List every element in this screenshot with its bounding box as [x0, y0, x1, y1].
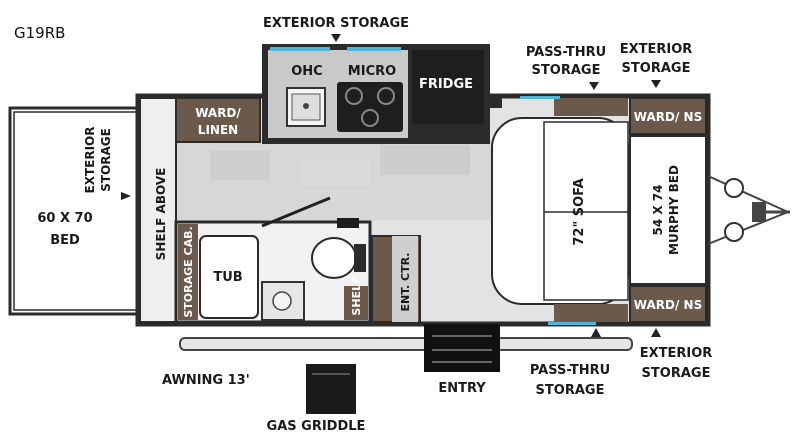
exterior-storage-left-line2: STORAGE: [99, 128, 113, 192]
sofa-label: 72" SOFA: [572, 178, 587, 245]
cooktop-icon: [337, 82, 403, 132]
entry-label: ENTRY: [438, 381, 486, 396]
exterior-storage-top-right-line2: STORAGE: [622, 61, 691, 76]
kitchen: OHC MICRO FRIDGE: [262, 44, 502, 144]
sofa: 72" SOFA: [491, 117, 629, 305]
exterior-storage-bottom-line2: STORAGE: [642, 366, 711, 381]
shelf-label: SHELF: [350, 276, 363, 315]
bathroom: STORAGE CAB. TUB SHELF: [174, 196, 372, 324]
ward-linen-line1: WARD/: [195, 106, 241, 120]
propane-tank-icon: [724, 222, 744, 242]
ward-ns-top-label: WARD/ NS: [634, 110, 702, 124]
bed-slideout: 60 X 70 BED EXTERIOR STORAGE: [8, 106, 144, 316]
arrow-icon: [651, 328, 661, 337]
fridge-icon: [412, 50, 484, 124]
gas-griddle: GAS GRIDDLE: [267, 364, 366, 434]
arrow-icon: [121, 192, 131, 200]
pass-thru-bottom-line1: PASS-THRU: [530, 363, 610, 378]
ward-linen: WARD/ LINEN: [175, 97, 261, 143]
gas-griddle-label: GAS GRIDDLE: [267, 419, 366, 434]
pass-thru-storage-bottom: [554, 304, 628, 322]
bed-size-label: 60 X 70: [37, 211, 92, 226]
toilet-icon: [311, 237, 357, 279]
ent-ctr: ENT. CTR.: [371, 235, 421, 323]
awning: AWNING 13': [162, 337, 633, 388]
ward-ns-bottom-label: WARD/ NS: [634, 298, 702, 312]
propane-tank-icon: [724, 178, 744, 198]
model-name: G19RB: [14, 24, 65, 42]
pass-thru-top-line1: PASS-THRU: [526, 45, 606, 60]
tub-label: TUB: [213, 270, 242, 285]
storage-cab-label: STORAGE CAB.: [182, 226, 195, 317]
ward-linen-line2: LINEN: [198, 123, 238, 137]
arrow-icon: [331, 34, 341, 42]
murphy-bed-size-label: 54 X 74: [651, 184, 665, 235]
murphy-bed: 54 X 74 MURPHY BED: [629, 135, 707, 285]
murphy-bed-label: MURPHY BED: [667, 165, 681, 255]
exterior-storage-left-line1: EXTERIOR: [83, 127, 97, 194]
pass-thru-bottom-line2: STORAGE: [536, 383, 605, 398]
ward-ns-bottom: WARD/ NS: [629, 285, 707, 323]
hitch: [707, 175, 790, 245]
arrow-icon: [589, 82, 599, 90]
ent-ctr-label: ENT. CTR.: [399, 253, 412, 312]
fridge-label: FRIDGE: [419, 77, 473, 92]
exterior-storage-bottom-line1: EXTERIOR: [640, 346, 713, 361]
exterior-storage-top-right-line1: EXTERIOR: [620, 42, 693, 57]
entry-steps: ENTRY: [424, 324, 500, 396]
tub-icon: [199, 235, 259, 319]
pass-thru-top-line2: STORAGE: [532, 63, 601, 78]
arrow-icon: [651, 80, 661, 88]
bed-label: BED: [50, 233, 80, 248]
exterior-storage-top-label: EXTERIOR STORAGE: [263, 16, 409, 31]
ohc-label: OHC: [291, 64, 322, 79]
awning-label: AWNING 13': [162, 373, 250, 388]
shelf-above-label: SHELF ABOVE: [154, 168, 168, 261]
micro-label: MICRO: [348, 64, 396, 79]
ward-ns-top: WARD/ NS: [629, 97, 707, 135]
pass-thru-storage-top: [554, 98, 628, 116]
arrow-icon: [591, 328, 601, 337]
shelf-above: SHELF ABOVE: [139, 97, 177, 323]
